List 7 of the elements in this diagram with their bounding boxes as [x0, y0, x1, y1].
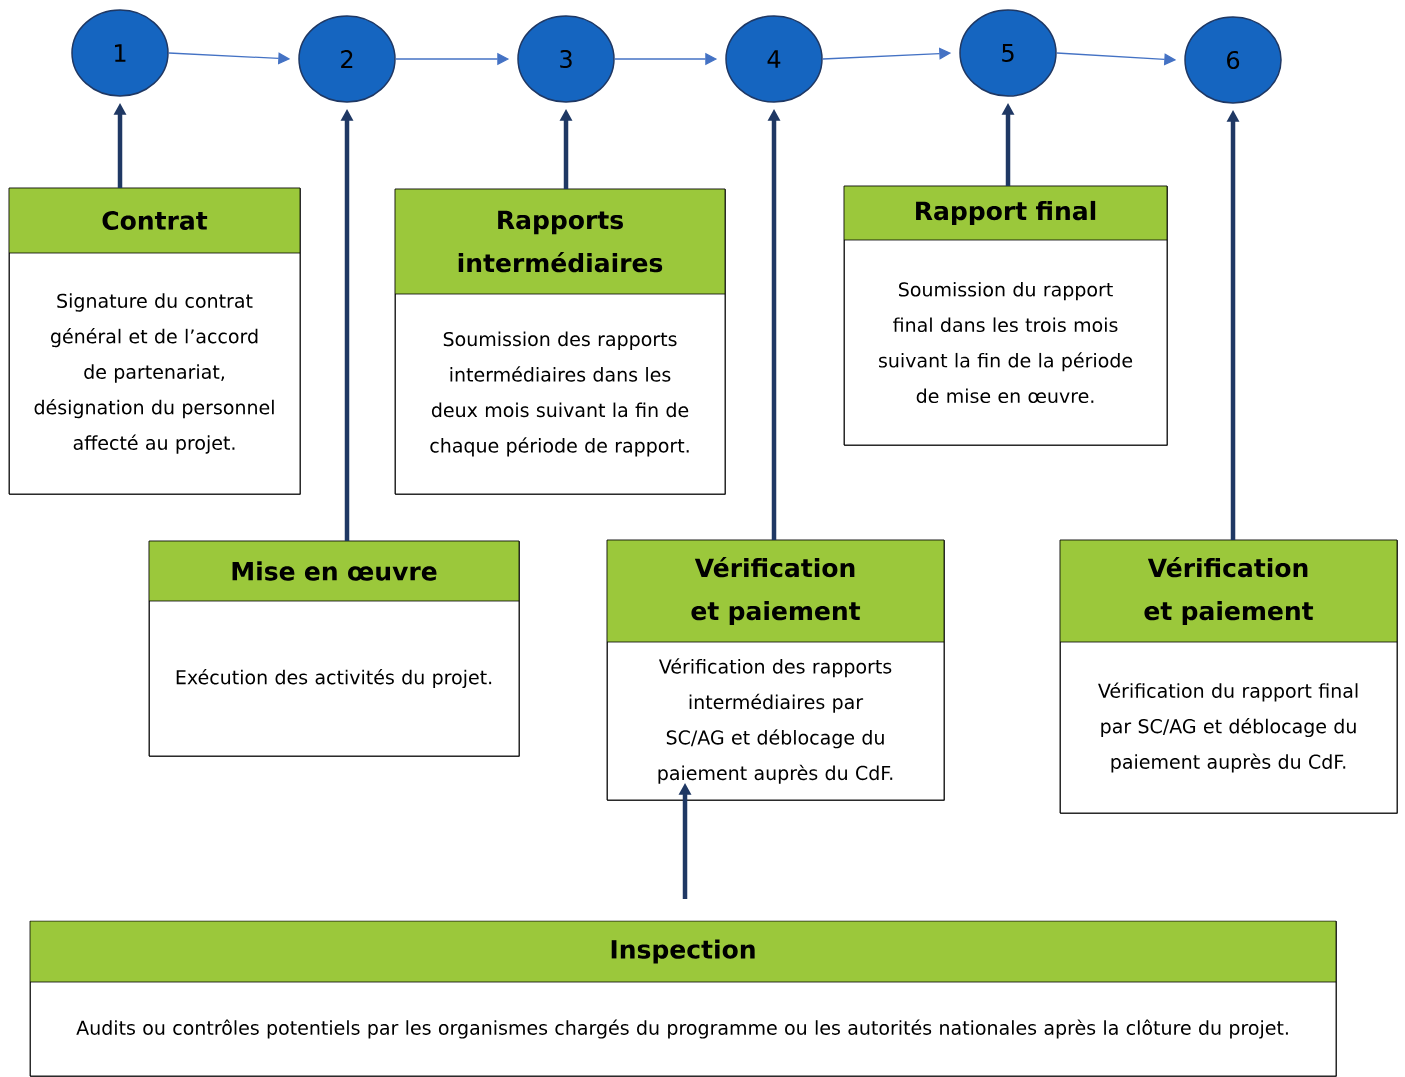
titled-box: Contrat Signature du contrat général et de l’accord de partenariat, désignation du personnel affecté au projet.	[8, 187, 301, 495]
titled-box: Rapports intermédiaires Soumission des rapports intermédiaires dans les deux mois suivant la fin de chaque période de rapport.	[394, 188, 726, 495]
titled-box: Mise en œuvre Exécution des activités du projet.	[148, 540, 520, 757]
titled-box: Inspection Audits ou contrôles potentiels par les organismes chargés du programme ou les autorités nationales après la clôture du projet.	[29, 920, 1337, 1077]
titled-box: Rapport final Soumission du rapport final dans les trois mois suivant la fin de la période de mise en œuvre.	[843, 185, 1168, 446]
titled-box: Vérification et paiement Vérification du rapport final par SC/AG et déblocage du paiement auprès du CdF.	[1059, 539, 1398, 814]
titled-box: Vérification et paiement Vérification des rapports intermédiaires par SC/AG et déblocage du paiement auprès du CdF.	[606, 539, 945, 801]
